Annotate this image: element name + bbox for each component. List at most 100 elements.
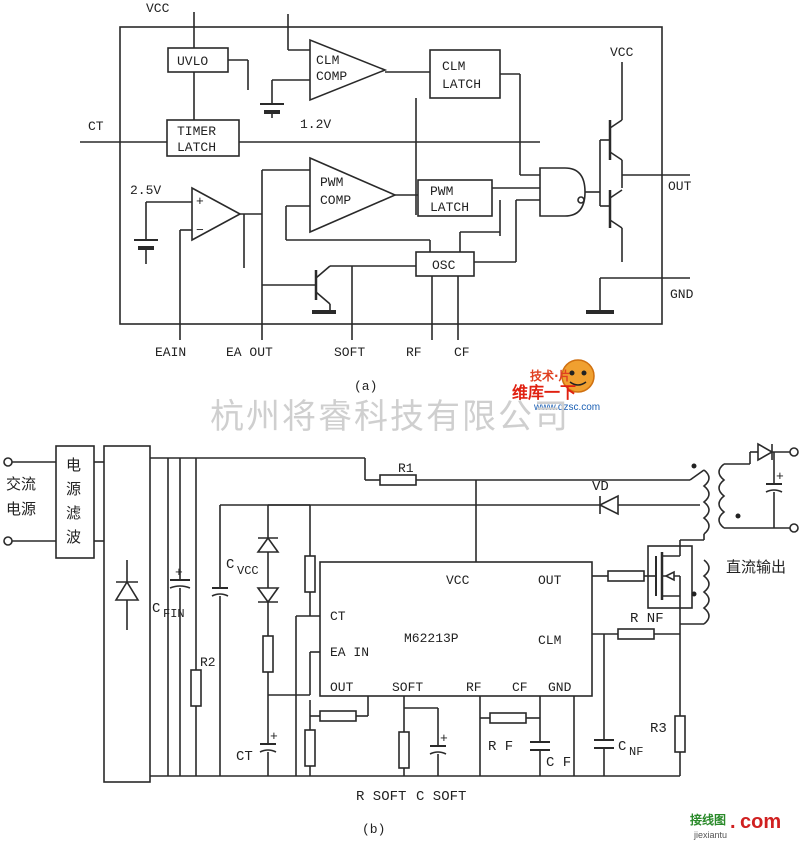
site-badge: 接线图 . com jiexiantu (690, 811, 781, 840)
cnf-sub: NF (629, 745, 643, 759)
chip-pin-vcc: VCC (446, 573, 470, 588)
pwm-comp-amplifier (309, 156, 398, 234)
gate-resistor (607, 570, 645, 582)
timer-latch-block (166, 119, 240, 157)
cfin-plus: + (175, 565, 183, 580)
dc-output-label: 直流输出 (726, 558, 786, 576)
caption-b: (b) (362, 822, 385, 837)
transformer-primary (702, 469, 710, 535)
pin-eain: EAIN (155, 345, 186, 360)
cfin-sub: FIN (163, 607, 185, 621)
chip-pin-out-b: OUT (330, 680, 354, 695)
chip-pin-out: OUT (538, 573, 562, 588)
logo-main-text: 维库一下 (512, 383, 576, 402)
osc-block (415, 251, 475, 277)
ct-plus: + (270, 729, 278, 744)
clm-comp-label-1: CLM (316, 53, 339, 68)
pwm-latch-block (417, 179, 493, 217)
rf-label: R F (488, 739, 513, 755)
dzsc-logo: 技术·片 维库一下 www.dzsc.com (512, 359, 600, 413)
caption-a: (a) (354, 379, 377, 394)
rf-resistor (489, 712, 527, 724)
output-diode (757, 442, 774, 462)
r2-resistor (190, 669, 202, 707)
r3-label: R3 (650, 721, 667, 737)
gnd-label: GND (670, 287, 694, 302)
logic-gate (539, 167, 586, 217)
ref-1v2-label: 1.2V (300, 117, 331, 132)
cvcc-label: C (226, 557, 234, 573)
mosfet-arrow (664, 570, 675, 582)
vcc-top-label: VCC (146, 1, 170, 16)
plus-sign: + (196, 194, 204, 209)
pwm-comp-label-2: COMP (320, 193, 351, 208)
block-diagram-a: VCC UVLO TIMER LATCH CT CLM COMP 1.2V (80, 1, 694, 394)
ct-label: CT (88, 119, 104, 134)
chip-pin-eain: EA IN (330, 645, 369, 660)
power-filter-block (55, 445, 95, 559)
latch-label: LATCH (177, 140, 216, 155)
eain-resistor-top (304, 555, 316, 593)
r1-label: R1 (398, 461, 414, 476)
timer-label: TIMER (177, 124, 216, 139)
cnf-label: C (618, 739, 626, 755)
zener-diode-2 (256, 587, 280, 604)
pin-soft: SOFT (334, 345, 365, 360)
r1-resistor (379, 474, 417, 486)
rnf-resistor (617, 628, 655, 640)
uvlo-label: UVLO (177, 54, 208, 69)
filter-char-2: 源 (66, 480, 81, 498)
pin-ea-out: EA OUT (226, 345, 273, 360)
error-amplifier (191, 186, 242, 242)
chip-pin-ct: CT (330, 609, 346, 624)
pwm-latch-label-2: LATCH (430, 200, 469, 215)
csoft-label: C SOFT (416, 789, 466, 805)
pwm-latch-label-1: PWM (430, 184, 453, 199)
clm-comp-amplifier (309, 38, 388, 102)
osc-label: OSC (432, 258, 456, 273)
zener-diode-1 (256, 536, 280, 553)
cout-plus: + (776, 469, 784, 484)
cfin-label: C (152, 601, 160, 617)
ct-cap-label: CT (236, 749, 253, 765)
clm-comp-label-2: COMP (316, 69, 347, 84)
chip-pin-cf: CF (512, 680, 528, 695)
chip-pin-clm: CLM (538, 633, 561, 648)
chip-pin-gnd: GND (548, 680, 572, 695)
pin-cf: CF (454, 345, 470, 360)
rectifier-diode (114, 580, 140, 601)
site-badge-sub: jiexiantu (693, 830, 727, 840)
site-badge-com: com (740, 811, 781, 833)
site-badge-cn: 接线图 (690, 812, 726, 827)
clm-latch-label-1: CLM (442, 59, 465, 74)
filter-char-3: 滤 (66, 504, 81, 522)
vd-label: VD (592, 479, 609, 495)
eain-resistor-bottom (304, 729, 316, 767)
site-badge-dot: . (730, 811, 736, 833)
cf-label: C F (546, 755, 571, 771)
ac-source-label-2: 电源 (6, 500, 36, 518)
pin-rf: RF (406, 345, 422, 360)
chip-pin-soft: SOFT (392, 680, 423, 695)
application-circuit-b: 交流 电源 电 源 滤 波 + C FIN R2 (3, 442, 799, 837)
minus-sign: − (196, 223, 204, 238)
r3-resistor (674, 715, 686, 753)
filter-char-4: 波 (66, 528, 81, 546)
mosfet (647, 545, 693, 609)
out-resistor (319, 710, 357, 722)
logo-url: www.dzsc.com (533, 402, 600, 413)
filter-char-1: 电 (66, 456, 81, 474)
watermark-text: 杭州将睿科技有限公司 (210, 397, 570, 437)
ct-resistor (262, 635, 274, 673)
logo-top-text: 技术·片 (530, 368, 571, 383)
r2-label: R2 (200, 655, 216, 670)
chip-name: M62213P (404, 631, 459, 646)
rsoft-label: R SOFT (356, 789, 406, 805)
transformer-aux (702, 559, 710, 625)
cvcc-sub: VCC (237, 564, 259, 578)
chip-pin-rf: RF (466, 680, 482, 695)
clm-latch-label-2: LATCH (442, 77, 481, 92)
uvlo-block (167, 47, 229, 73)
m62213p-chip (319, 561, 593, 697)
